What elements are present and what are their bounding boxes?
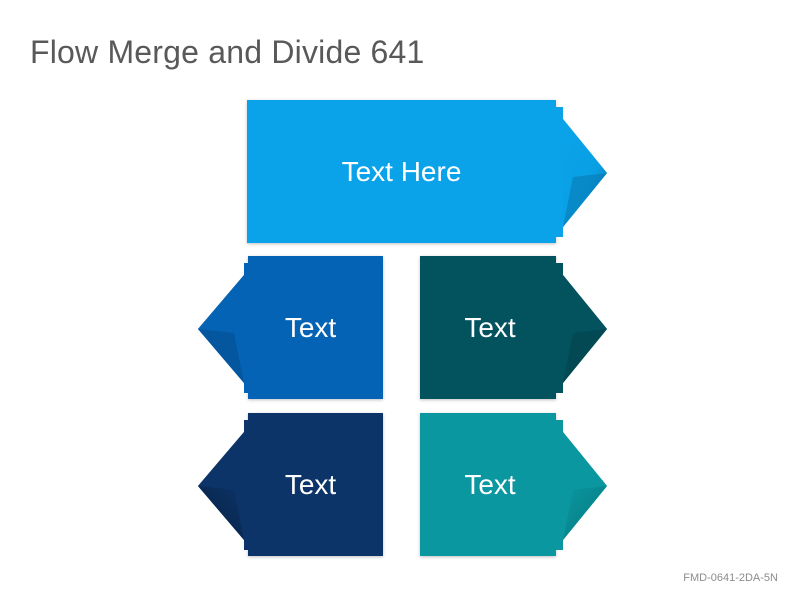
arrow-right-top-icon (556, 107, 607, 237)
box-bot-right-body (420, 413, 556, 556)
arrow-left-bot-icon (198, 420, 251, 550)
box-bot-left-body (248, 413, 383, 556)
arrow-left-mid-icon (198, 263, 251, 393)
box-mid-left-body (248, 256, 383, 399)
box-bot-left-label: Text (284, 468, 337, 500)
page-title: Flow Merge and Divide 641 (30, 34, 425, 70)
box-mid-right-body (420, 256, 556, 399)
arrow-right-mid-icon (556, 263, 607, 393)
box-bot-right-label: Text (464, 468, 516, 500)
box-mid-right-label: Text (464, 311, 516, 343)
box-mid-left-label: Text (284, 311, 337, 343)
arrow-right-bot-icon (556, 420, 607, 550)
box-top-body (247, 100, 556, 243)
box-top-label: Text Here (341, 155, 462, 187)
footer-code: FMD-0641-2DA-5N (683, 572, 778, 584)
